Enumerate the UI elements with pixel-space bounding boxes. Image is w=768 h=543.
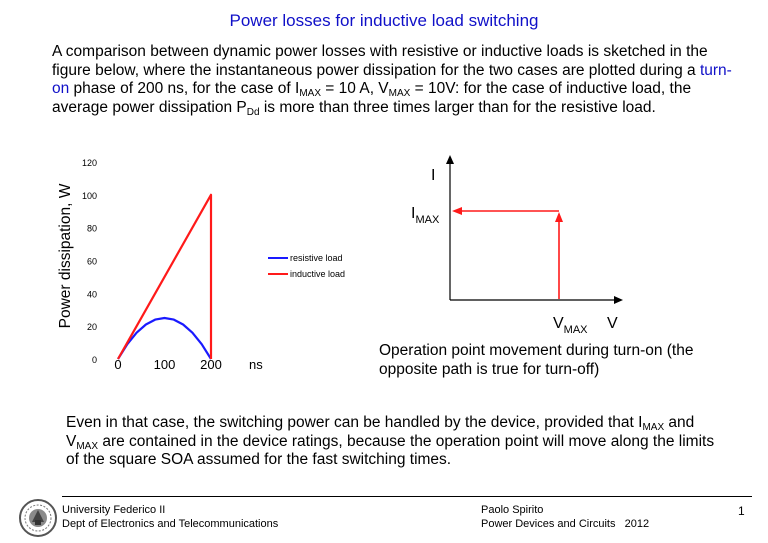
- intro-text-3: = 10 A, V: [321, 80, 389, 97]
- x-tick-label: 0: [114, 357, 121, 372]
- university-seal-logo: [19, 499, 57, 537]
- conclusion-text-1: Even in that case, the switching power c…: [66, 414, 643, 431]
- current-axis-label: I: [431, 167, 435, 184]
- y-tick-label: 40: [87, 289, 97, 299]
- voltage-axis-label: V: [607, 315, 618, 332]
- footer-author: Paolo Spirito: [481, 504, 544, 516]
- imax-label: IMAX: [411, 205, 440, 226]
- legend-entry: resistive load: [290, 253, 343, 263]
- page-number: 1: [738, 504, 745, 518]
- imax-subscript: MAX: [299, 88, 321, 99]
- conclusion-text-2: and V: [66, 414, 695, 450]
- intro-text-2: phase of 200 ns, for the case of I: [69, 80, 300, 97]
- intro-text-5: is more than three times larger than for…: [259, 98, 656, 116]
- slide-title: Power losses for inductive load switchin…: [229, 11, 539, 30]
- intro-text-1: A comparison between dynamic power losse…: [52, 43, 708, 79]
- intro-text-4: = 10V: for the case of inductive load, t…: [52, 80, 692, 116]
- y-tick-label: 0: [92, 355, 97, 365]
- series-line-inductive: [117, 193, 213, 360]
- x-tick-label: 100: [154, 357, 176, 372]
- y-tick-label: 20: [87, 322, 97, 332]
- chart-legend: resistive load inductive load: [268, 253, 345, 279]
- horizontal-path-arrowhead: [452, 207, 462, 215]
- series-line-resistive: [117, 316, 212, 360]
- legend-entry: inductive load: [290, 269, 345, 279]
- footer-divider: [62, 496, 752, 497]
- turn-on-highlight: turn-on: [52, 61, 732, 98]
- x-tick-label: 200: [200, 357, 222, 372]
- conclusion-paragraph: Even in that case, the switching power c…: [66, 414, 726, 470]
- footer-affiliation: University Federico II Dept of Electroni…: [62, 503, 278, 531]
- vmax-label: VMAX: [553, 315, 588, 336]
- vmax-subscript: MAX: [388, 88, 411, 99]
- pdd-subscript: Dd: [246, 106, 260, 118]
- chart-axes: 0 20 40 60 80 100 120 0 100 200: [82, 158, 222, 372]
- y-tick-label: 60: [87, 257, 97, 267]
- conclusion-imax-subscript: MAX: [642, 422, 665, 433]
- footer-author-course: Paolo Spirito Power Devices and Circuits…: [481, 503, 649, 531]
- conclusion-vmax-subscript: MAX: [76, 440, 99, 452]
- chart-lines: [117, 193, 213, 360]
- y-tick-label: 120: [82, 158, 97, 168]
- current-axis-arrowhead: [446, 155, 454, 164]
- y-tick-label: 80: [87, 224, 97, 234]
- operation-point-diagram: I V IMAX VMAX: [411, 155, 623, 336]
- power-dissipation-chart: 0 20 40 60 80 100 120 0 100 200 resistive load ind…: [57, 158, 345, 372]
- footer-university: University Federico II: [62, 504, 166, 516]
- intro-paragraph: A comparison between dynamic power losse…: [52, 43, 732, 117]
- operation-point-caption: Operation point movement during turn-on …: [379, 342, 694, 378]
- y-axis-label: Power dissipation, W: [57, 183, 74, 328]
- footer-department: Dept of Electronics and Telecommunicatio…: [62, 518, 279, 530]
- vertical-path-arrowhead: [555, 212, 563, 222]
- y-tick-label: 100: [82, 191, 97, 201]
- footer-course: Power Devices and Circuits 2012: [481, 518, 650, 530]
- voltage-axis-arrowhead: [614, 296, 623, 304]
- x-axis-unit: ns: [249, 357, 263, 372]
- conclusion-text-3: are contained in the device ratings, bec…: [66, 432, 715, 469]
